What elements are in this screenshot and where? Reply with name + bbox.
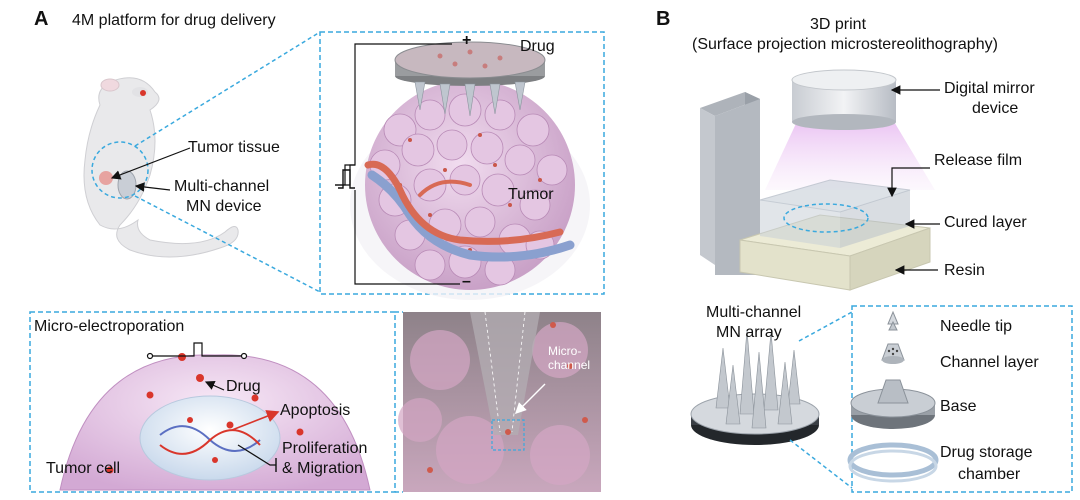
release-film-label: Release film <box>934 152 1022 170</box>
digital-mirror-device <box>792 70 896 130</box>
apoptosis-label: Apoptosis <box>280 402 350 420</box>
base-label: Base <box>940 398 976 416</box>
microchannel-label-line2: channel <box>548 358 590 372</box>
channel-layer-part <box>882 344 904 364</box>
panel-a-title: 4M platform for drug delivery <box>72 12 276 30</box>
tumor-tissue-label: Tumor tissue <box>188 139 280 157</box>
tumor-label: Tumor <box>508 186 554 204</box>
dmd-label-line1: Digital mirror <box>944 80 1035 98</box>
minus-terminal: – <box>462 273 471 291</box>
drug-label: Drug <box>520 38 555 56</box>
panel-b-letter: B <box>656 8 670 31</box>
panel-b-title-line1: 3D print <box>810 16 866 34</box>
proliferation-label-line2: & Migration <box>282 460 363 478</box>
mouse-illustration <box>84 78 238 257</box>
panel-b-title-line2: (Surface projection microstereolithograp… <box>692 36 998 54</box>
tumor-cell-label: Tumor cell <box>46 460 120 478</box>
mn-array-label-line1: Multi-channel <box>706 304 801 322</box>
resin-label: Resin <box>944 262 985 280</box>
microchannel-label-line1: Micro- <box>548 344 581 358</box>
storage-chamber-part <box>850 445 936 481</box>
dmd-label-line2: device <box>972 100 1018 118</box>
device-label-line1: Multi-channel <box>174 178 269 196</box>
resin-vat <box>740 180 930 290</box>
device-label-line2: MN device <box>186 198 262 216</box>
electroporation-title: Micro-electroporation <box>34 318 184 336</box>
mn-array <box>691 330 819 445</box>
needle-tip-label: Needle tip <box>940 318 1012 336</box>
storage-label-line2: chamber <box>958 466 1020 484</box>
electroporation-drug-label: Drug <box>226 378 261 396</box>
cell-nucleus <box>140 396 280 480</box>
storage-label-line1: Drug storage <box>940 444 1033 462</box>
panel-a-letter: A <box>34 8 48 31</box>
base-part <box>851 380 935 429</box>
cured-layer-label: Cured layer <box>944 214 1027 232</box>
proliferation-label-line1: Proliferation <box>282 440 367 458</box>
mn-array-label-line2: MN array <box>716 324 782 342</box>
plus-terminal: + <box>462 32 471 50</box>
needle-tip-part <box>888 312 898 330</box>
channel-layer-label: Channel layer <box>940 354 1039 372</box>
